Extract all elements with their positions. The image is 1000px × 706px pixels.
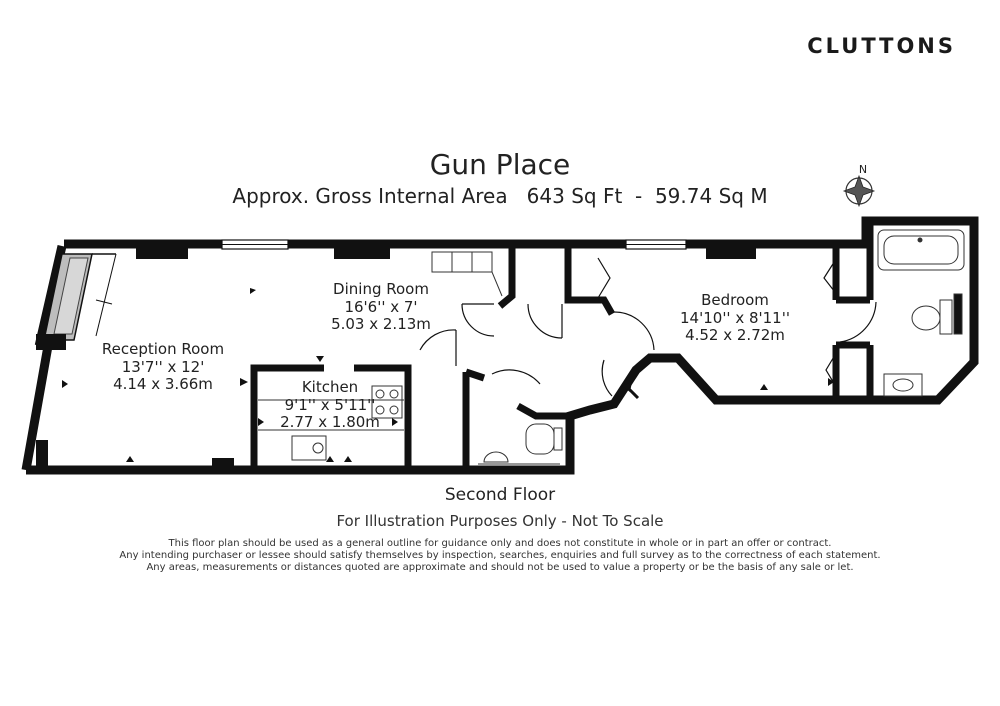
bedroom-name: Bedroom <box>701 291 769 309</box>
bedroom-metric: 4.52 x 2.72m <box>685 326 785 344</box>
property-title: Gun Place <box>429 148 571 181</box>
room-label-reception: Reception Room 13'7'' x 12' 4.14 x 3.66m <box>102 340 224 393</box>
reception-room-imperial: 13'7'' x 12' <box>122 358 205 376</box>
bay-window <box>36 253 117 470</box>
disclaimer-line: This floor plan should be used as a gene… <box>168 538 832 549</box>
staircase <box>431 251 503 297</box>
room-label-dining: Dining Room 16'6'' x 7' 5.03 x 2.13m <box>331 280 431 333</box>
bathroom-fittings <box>877 229 965 397</box>
disclaimer-line: Any intending purchaser or lessee should… <box>119 550 881 561</box>
room-label-bedroom: Bedroom 14'10'' x 8'11'' 4.52 x 2.72m <box>680 291 790 344</box>
reception-room-name: Reception Room <box>102 340 224 358</box>
wall-markers <box>62 288 834 470</box>
kitchen-metric: 2.77 x 1.80m <box>280 413 380 431</box>
entrance-arrow-icon <box>622 382 640 400</box>
dining-room-imperial: 16'6'' x 7' <box>344 298 417 316</box>
compass-north-label: N <box>859 163 867 176</box>
reception-room-metric: 4.14 x 3.66m <box>113 375 213 393</box>
compass-icon: N <box>842 163 876 208</box>
dining-room-metric: 5.03 x 2.13m <box>331 315 431 333</box>
bedroom-imperial: 14'10'' x 8'11'' <box>680 309 790 327</box>
windows <box>136 239 756 259</box>
kitchen-fittings <box>258 385 404 461</box>
room-label-kitchen: Kitchen 9'1'' x 5'11'' 2.77 x 1.80m <box>280 378 380 431</box>
kitchen-imperial: 9'1'' x 5'11'' <box>285 396 376 414</box>
dining-room-name: Dining Room <box>333 280 429 298</box>
gross-internal-area: Approx. Gross Internal Area 643 Sq Ft - … <box>232 184 768 208</box>
brand-logo: CLUTTONS <box>807 34 956 58</box>
wc-fittings <box>478 423 563 465</box>
interior-walls <box>250 225 874 470</box>
floor-name: Second Floor <box>444 485 556 505</box>
door-swings <box>419 255 877 397</box>
disclaimer: This floor plan should be used as a gene… <box>0 538 1000 574</box>
illustration-note: For Illustration Purposes Only - Not To … <box>336 512 664 530</box>
kitchen-name: Kitchen <box>302 378 358 396</box>
disclaimer-line: Any areas, measurements or distances quo… <box>146 562 854 573</box>
